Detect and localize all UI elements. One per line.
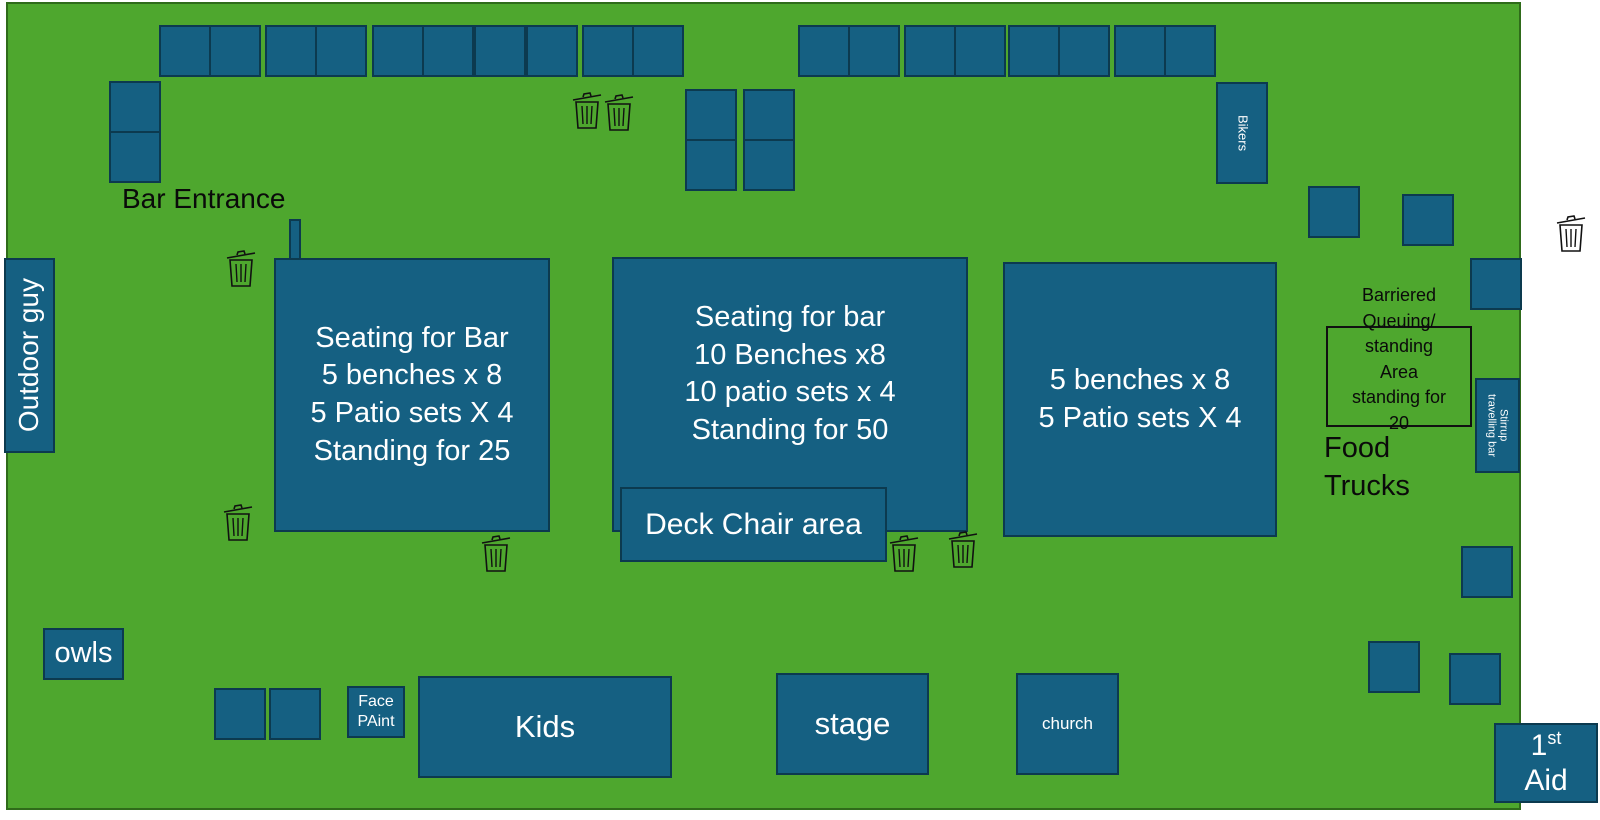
stall-right-3 bbox=[1470, 258, 1522, 310]
stall-right-4 bbox=[1461, 546, 1513, 598]
trash-bin-icon bbox=[889, 535, 919, 572]
zone-bikers: Bikers bbox=[1216, 82, 1268, 184]
queuing-label: Barriered Queuing/ standing Area standin… bbox=[1351, 285, 1447, 433]
stall-left-1 bbox=[109, 81, 161, 133]
stall-top-17 bbox=[1114, 25, 1166, 77]
zone-seating-bar-left: Seating for Bar 5 benches x 8 5 Patio se… bbox=[274, 258, 550, 532]
stall-right-1 bbox=[1308, 186, 1360, 238]
stirrup-label: Stirrup travelling bar bbox=[1485, 394, 1510, 457]
zone-face-paint: Face PAint bbox=[347, 686, 405, 738]
first-aid-line-1: 1st bbox=[1531, 728, 1562, 764]
zone-outdoor-guy: Outdoor guy bbox=[4, 258, 55, 453]
stall-top-9 bbox=[582, 25, 634, 77]
trash-bin-icon bbox=[572, 92, 602, 129]
stall-right-6 bbox=[1449, 653, 1501, 705]
stall-top-3 bbox=[265, 25, 317, 77]
zone-seating-bar-center: Seating for bar 10 Benches x8 10 patio s… bbox=[612, 257, 968, 532]
zone-first-aid: 1st Aid bbox=[1494, 723, 1598, 803]
stall-top-10 bbox=[632, 25, 684, 77]
trash-bin-icon bbox=[1556, 215, 1586, 252]
outdoor-guy-label: Outdoor guy bbox=[13, 278, 45, 433]
trash-bin-icon bbox=[604, 94, 634, 131]
stall-top-14 bbox=[954, 25, 1006, 77]
stall-top-8 bbox=[526, 25, 578, 77]
stall-right-2 bbox=[1402, 194, 1454, 246]
zone-deck-chair: Deck Chair area bbox=[620, 487, 887, 562]
stall-top-5 bbox=[372, 25, 424, 77]
bar-entrance-post bbox=[289, 219, 301, 261]
first-aid-word: Aid bbox=[1524, 763, 1568, 797]
food-trucks-label: Food Trucks bbox=[1324, 432, 1410, 502]
stall-center-4 bbox=[743, 139, 795, 191]
first-aid-number: 1 bbox=[1530, 729, 1548, 762]
stall-center-2 bbox=[685, 139, 737, 191]
stall-left-2 bbox=[109, 131, 161, 183]
zone-owls: owls bbox=[43, 628, 124, 680]
first-aid-suffix: st bbox=[1547, 728, 1562, 748]
stall-center-3 bbox=[743, 89, 795, 141]
bikers-label: Bikers bbox=[1235, 114, 1251, 152]
stall-top-11 bbox=[798, 25, 850, 77]
stall-top-4 bbox=[315, 25, 367, 77]
zone-church: church bbox=[1016, 673, 1119, 775]
stall-right-5 bbox=[1368, 641, 1420, 693]
stall-bottom-2 bbox=[269, 688, 321, 740]
trash-bin-icon bbox=[948, 531, 978, 568]
barrier-queuing-box bbox=[1326, 326, 1472, 427]
zone-kids: Kids bbox=[418, 676, 672, 778]
stall-center-1 bbox=[685, 89, 737, 141]
stall-top-15 bbox=[1008, 25, 1060, 77]
stall-top-18 bbox=[1164, 25, 1216, 77]
zone-seating-right: 5 benches x 8 5 Patio sets X 4 bbox=[1003, 262, 1277, 537]
bar-entrance-label: Bar Entrance bbox=[122, 183, 286, 214]
zone-stage: stage bbox=[776, 673, 929, 775]
stall-top-7 bbox=[474, 25, 526, 77]
stall-top-6 bbox=[422, 25, 474, 77]
stall-top-13 bbox=[904, 25, 956, 77]
stall-top-16 bbox=[1058, 25, 1110, 77]
trash-bin-icon bbox=[481, 535, 511, 572]
stall-top-1 bbox=[159, 25, 211, 77]
stall-top-12 bbox=[848, 25, 900, 77]
stall-bottom-1 bbox=[214, 688, 266, 740]
trash-bin-icon bbox=[226, 250, 256, 287]
stall-top-2 bbox=[209, 25, 261, 77]
zone-stirrup-bar: Stirrup travelling bar bbox=[1475, 378, 1520, 473]
trash-bin-icon bbox=[223, 504, 253, 541]
